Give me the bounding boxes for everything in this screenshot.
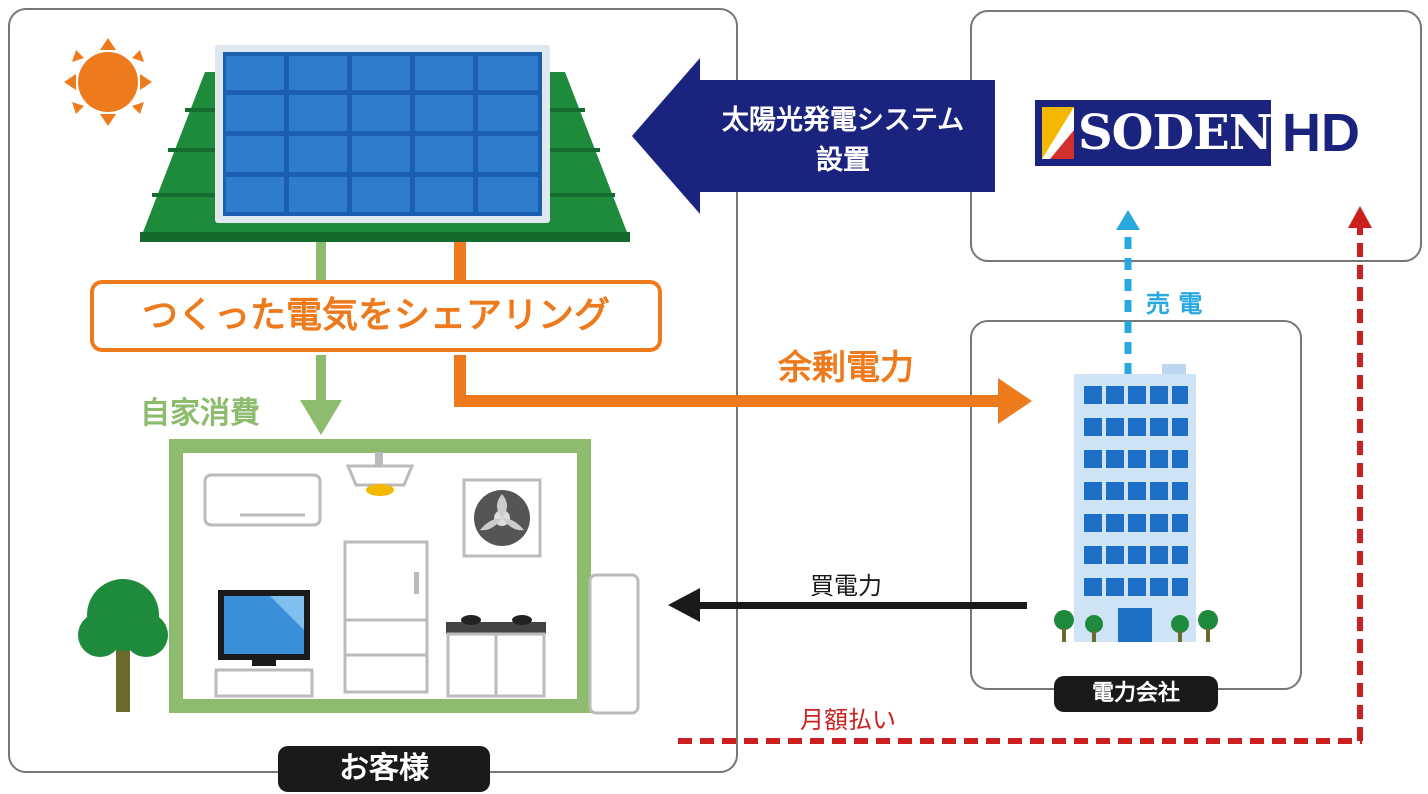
sun-icon (64, 38, 152, 126)
surplus-arrow (454, 242, 1032, 424)
install-label-line1: 太陽光発電システム (721, 105, 965, 136)
house-icon (169, 439, 591, 713)
buy-power-label: 買電力 (810, 572, 882, 600)
monthly-payment-arrow (678, 206, 1372, 744)
utility-badge: 電力会社 (1054, 676, 1218, 712)
install-arrow (632, 58, 995, 214)
sharing-banner-label: つくった電気をシェアリング (141, 295, 610, 336)
self-consumption-arrow (300, 242, 342, 435)
self-consumption-label: 自家消費 (140, 396, 260, 431)
customer-badge: お客様 (278, 746, 490, 792)
solar-panel-icon (215, 45, 550, 223)
soden-logo-icon (1035, 100, 1271, 166)
sell-power-arrow (1116, 210, 1140, 375)
storage-battery-icon (588, 573, 640, 715)
sharing-banner: つくった電気をシェアリング (90, 280, 662, 352)
building-icon (1054, 364, 1218, 642)
logo-suffix: HD (1282, 103, 1360, 163)
monthly-payment-label: 月額払い (800, 706, 896, 734)
tree-icon (78, 579, 168, 712)
sell-power-label: 売 電 (1146, 290, 1203, 318)
buy-power-arrow (668, 588, 1027, 622)
logo-text: SODEN (1078, 105, 1273, 161)
surplus-label: 余剰電力 (778, 348, 914, 388)
install-label-line2: 設置 (816, 145, 870, 176)
